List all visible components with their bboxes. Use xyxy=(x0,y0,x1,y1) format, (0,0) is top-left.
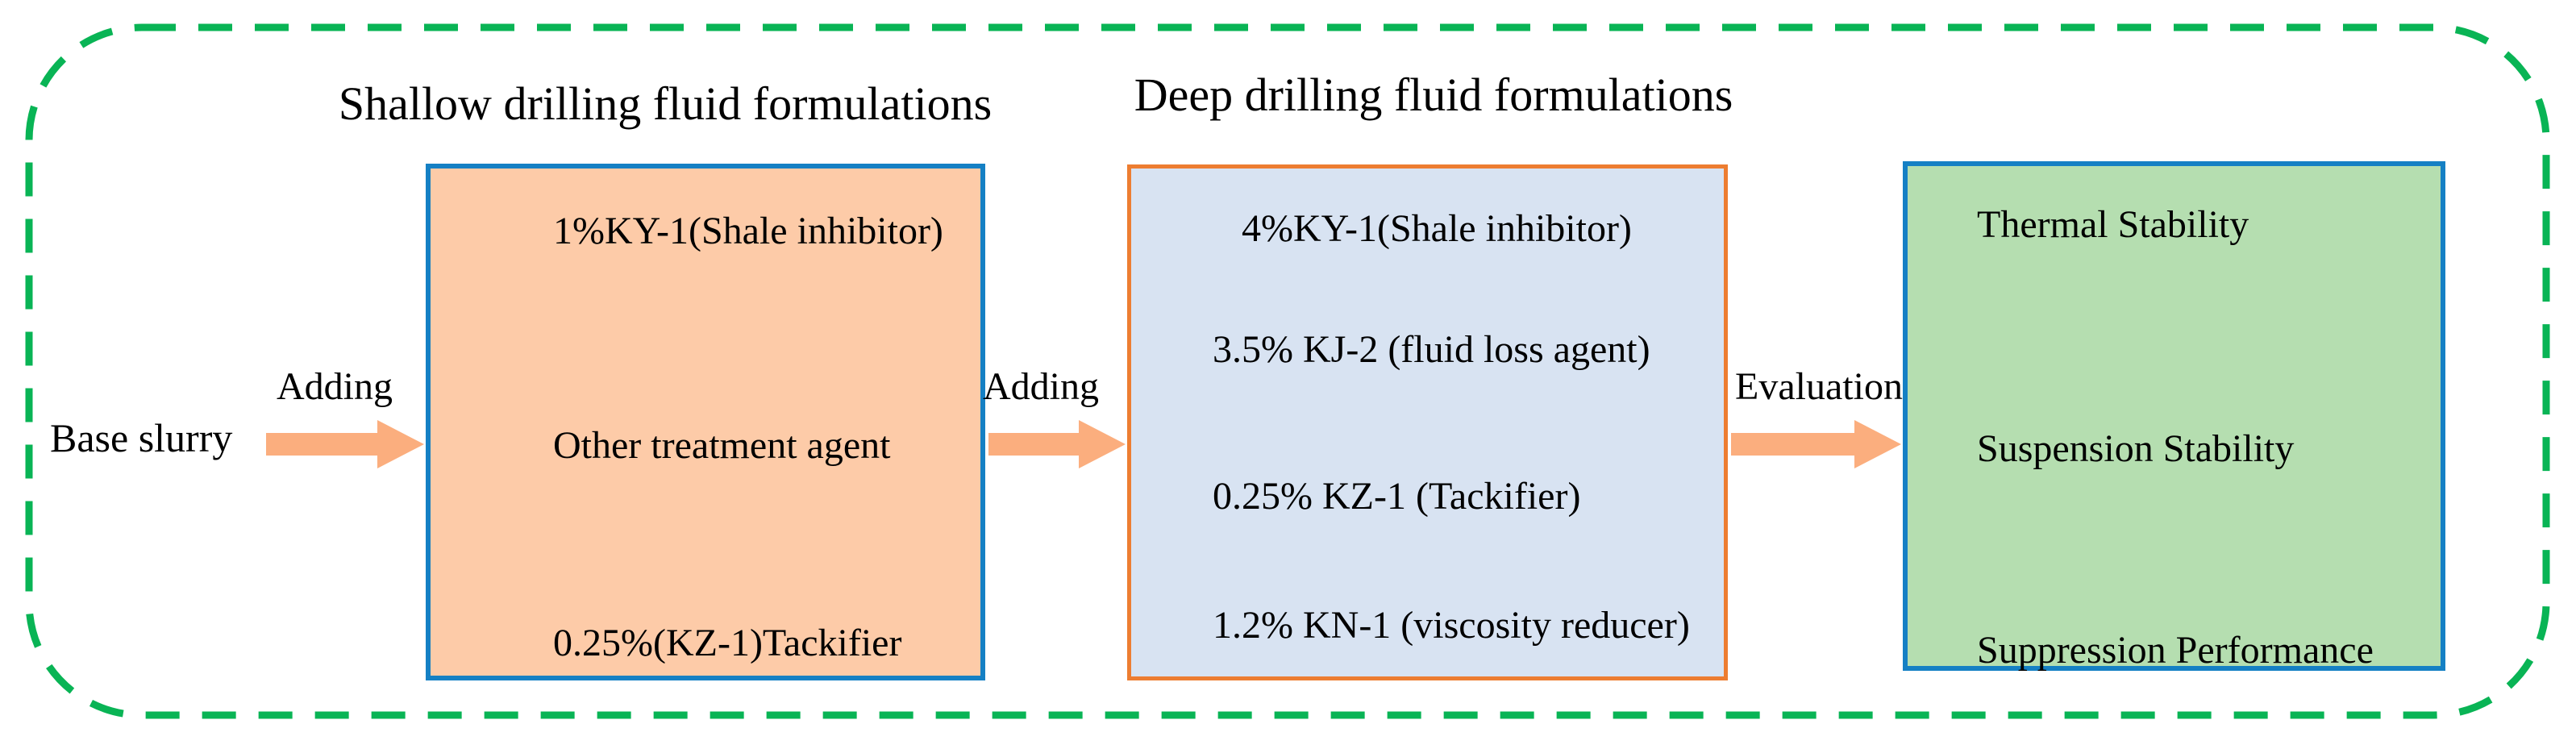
deep-formulation-item: 3.5% KJ-2 (fluid loss agent) xyxy=(1213,328,1650,371)
evaluation-box xyxy=(1903,161,2445,671)
evaluation-arrow-icon xyxy=(1731,420,1901,468)
base-slurry-label: Base slurry xyxy=(50,415,233,460)
evaluation-arrow-label: Evaluation xyxy=(1735,365,1903,408)
adding-arrow-1-icon xyxy=(266,420,424,468)
evaluation-item: Suppression Performance xyxy=(1977,629,2374,672)
deep-title: Deep drilling fluid formulations xyxy=(1134,69,1733,121)
adding-arrow-1-label: Adding xyxy=(277,365,393,408)
evaluation-item: Suspension Stability xyxy=(1977,427,2295,470)
shallow-title: Shallow drilling fluid formulations xyxy=(338,77,993,130)
shallow-formulation-item: 0.25%(KZ-1)Tackifier xyxy=(553,622,902,664)
shallow-formulation-box xyxy=(426,164,985,680)
shallow-formulation-item: Other treatment agent xyxy=(553,424,891,467)
deep-formulation-item: 1.2% KN-1 (viscosity reducer) xyxy=(1213,604,1690,647)
deep-formulation-item: 0.25% KZ-1 (Tackifier) xyxy=(1213,475,1581,518)
deep-formulation-box xyxy=(1127,164,1728,680)
deep-formulation-item: 4%KY-1(Shale inhibitor) xyxy=(1242,207,1632,250)
adding-arrow-2-icon xyxy=(988,420,1126,468)
adding-arrow-2-label: Adding xyxy=(983,365,1099,408)
shallow-formulation-item: 1%KY-1(Shale inhibitor) xyxy=(553,210,943,252)
evaluation-item: Thermal Stability xyxy=(1977,203,2249,246)
